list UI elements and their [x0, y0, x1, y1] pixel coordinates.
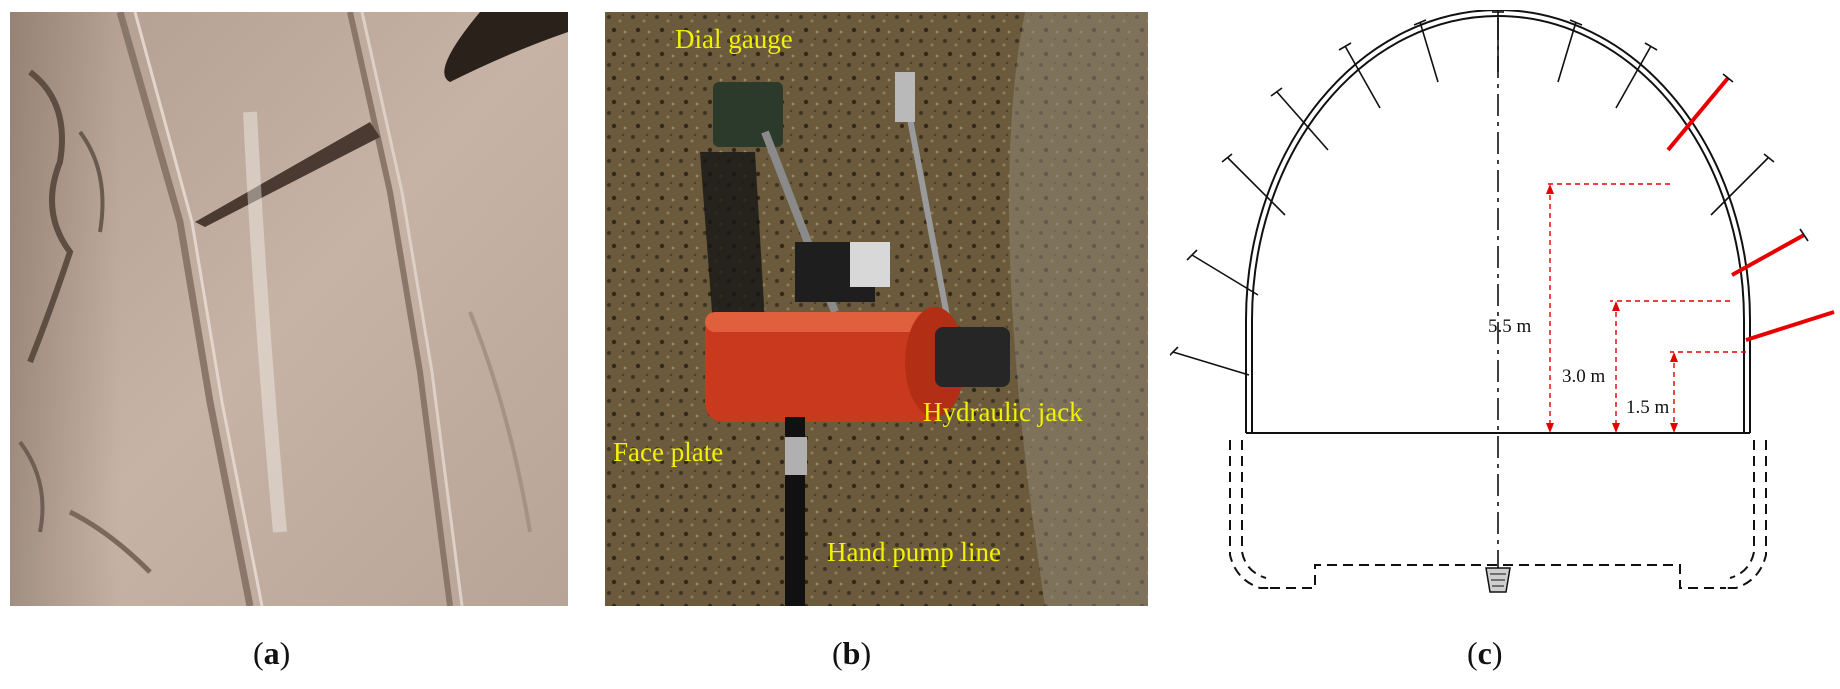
face-plate-label: Face plate	[613, 437, 724, 467]
rock-bolts	[1170, 10, 1775, 376]
rock-face-image	[10, 12, 568, 606]
dimension-lines	[1544, 183, 1746, 431]
dimension-label-3-0m: 3.0 m	[1562, 366, 1606, 387]
caption-c: (c)	[1467, 635, 1503, 671]
instrumented-bolt-heads	[1722, 73, 1809, 242]
lower-wall-right	[1726, 440, 1767, 589]
tunnel-cross-section: 5.5 m 3.0 m 1.5 m	[1170, 10, 1835, 593]
panel-c-tunnel-section-diagram: 5.5 m 3.0 m 1.5 m	[1170, 10, 1840, 610]
hand-pump-line-label: Hand pump line	[827, 537, 1001, 567]
panel-b-jack-test-photo: Dial gauge Hydraulic jack Face plate Han…	[605, 12, 1148, 606]
dimension-label-1-5m: 1.5 m	[1626, 397, 1670, 418]
drain-hatching	[1490, 573, 1506, 587]
caption-b: (b)	[832, 635, 872, 671]
dimension-arrows	[1546, 184, 1678, 433]
jack-test-image	[605, 12, 1148, 606]
dial-gauge-label: Dial gauge	[675, 24, 793, 54]
dimension-label-5-5m: 5.5 m	[1488, 316, 1532, 337]
panel-a-rock-face-photo	[10, 12, 568, 606]
caption-a: (a)	[253, 635, 291, 671]
instrumented-bolts	[1666, 76, 1835, 342]
hydraulic-jack-label: Hydraulic jack	[923, 397, 1083, 427]
lower-wall-right-inner	[1729, 440, 1755, 579]
lower-wall-left-inner	[1241, 440, 1267, 579]
invert-dashed-base	[1270, 564, 1726, 589]
lower-wall-left	[1229, 440, 1270, 589]
